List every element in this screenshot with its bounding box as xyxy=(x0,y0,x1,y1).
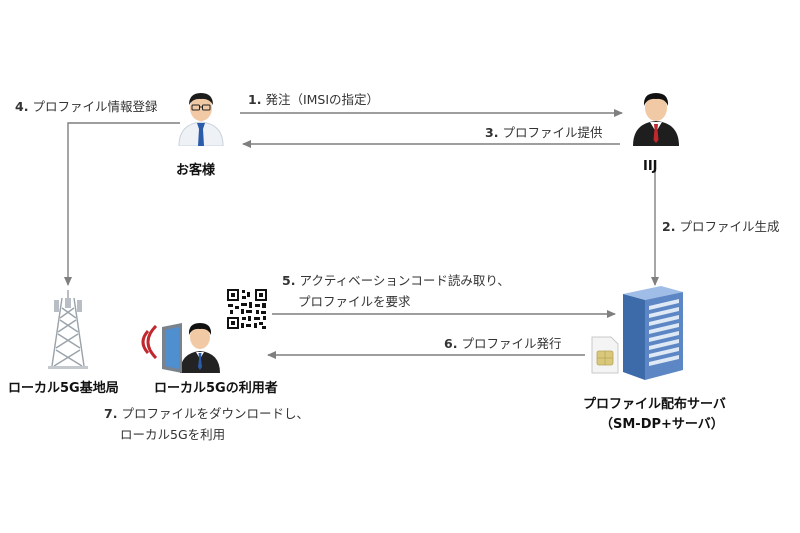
base-station-label: ローカル5G基地局 xyxy=(8,381,119,396)
step-1-label: 1. 発注（IMSIの指定） xyxy=(248,92,379,108)
step-2-number: 2. xyxy=(662,219,676,234)
step-2-label: 2. プロファイル生成 xyxy=(662,219,779,235)
qr-code-icon xyxy=(226,288,268,330)
step-4-number: 4. xyxy=(15,99,29,114)
step-7-line2: ローカル5Gを利用 xyxy=(120,427,226,442)
step-3-label: 3. プロファイル提供 xyxy=(485,125,602,141)
step-5-line1: 5. アクティベーションコード読み取り、 xyxy=(282,273,510,289)
sim-card-icon xyxy=(591,336,619,374)
user-label: ローカル5Gの利用者 xyxy=(154,381,278,396)
step-4-text: プロファイル情報登録 xyxy=(32,99,158,114)
manager-icon xyxy=(633,93,679,146)
step-1-number: 1. xyxy=(248,92,262,107)
arrow-register xyxy=(64,122,180,286)
cell-tower-icon xyxy=(48,290,88,369)
server-label-line2: （SM-DP+サーバ） xyxy=(600,417,724,432)
step-7-line1: 7. プロファイルをダウンロードし、 xyxy=(104,406,309,422)
step-7-label: 7. プロファイルをダウンロードし、 ローカル5Gを利用 xyxy=(104,406,309,443)
step-5-text-1: アクティベーションコード読み取り、 xyxy=(299,273,510,288)
step-3-text: プロファイル提供 xyxy=(502,125,603,140)
step-7-number: 7. xyxy=(104,406,118,421)
customer-label: お客様 xyxy=(176,163,216,178)
step-5-line2: プロファイルを要求 xyxy=(298,294,411,309)
step-3-number: 3. xyxy=(485,125,499,140)
signal-waves-icon xyxy=(141,325,158,359)
iij-label: IIJ xyxy=(643,159,658,174)
step-6-text: プロファイル発行 xyxy=(461,336,562,351)
server-rack-icon xyxy=(623,286,683,380)
step-5-label: 5. アクティベーションコード読み取り、 プロファイルを要求 xyxy=(282,273,510,310)
step-2-text: プロファイル生成 xyxy=(679,219,780,234)
step-5-number: 5. xyxy=(282,273,296,288)
step-7-text-1: プロファイルをダウンロードし、 xyxy=(121,406,309,421)
businessman-icon xyxy=(178,93,224,146)
tablet-user-icon xyxy=(162,323,220,373)
step-6-number: 6. xyxy=(444,336,458,351)
server-label-line1: プロファイル配布サーバ xyxy=(583,397,726,412)
step-6-label: 6. プロファイル発行 xyxy=(444,336,561,352)
step-4-label: 4. プロファイル情報登録 xyxy=(15,99,157,115)
step-1-text: 発注（IMSIの指定） xyxy=(265,92,380,107)
